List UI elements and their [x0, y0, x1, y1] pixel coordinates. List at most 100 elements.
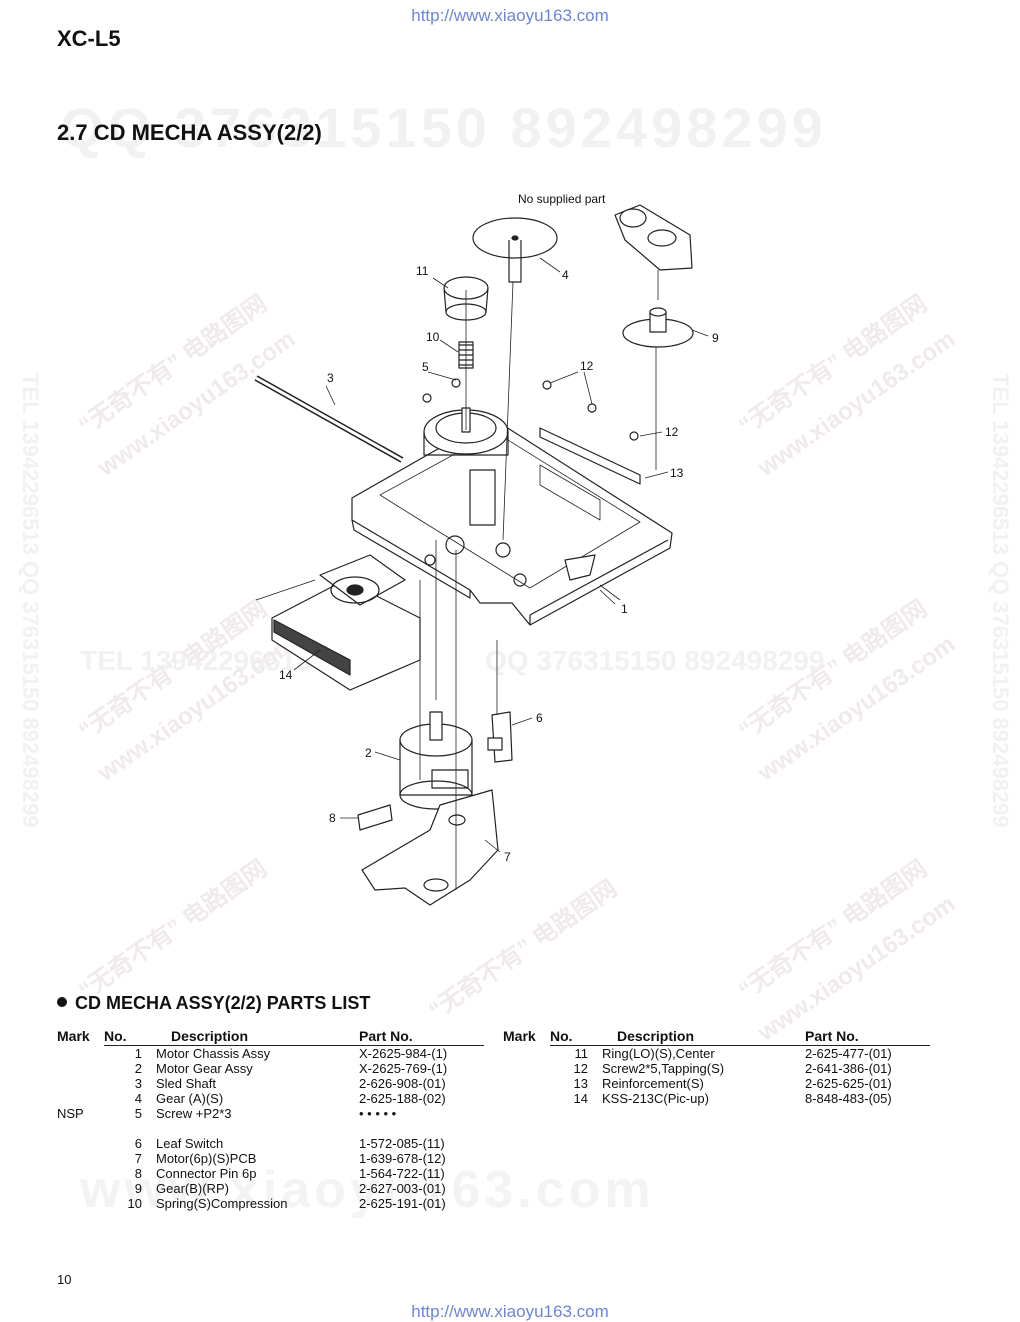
cell-part-no: 1-639-678-(12) — [359, 1151, 446, 1166]
reinforcement-part — [539, 427, 641, 485]
cell-part-no — [359, 1121, 484, 1136]
callout-12: 12 — [580, 359, 594, 373]
cell-no: 12 — [573, 1061, 588, 1076]
callout-7: 7 — [504, 850, 511, 864]
callout-14: 14 — [279, 668, 293, 682]
cell-mark — [503, 1061, 550, 1076]
cell-description — [156, 1121, 359, 1136]
header-description: Description — [602, 1027, 805, 1046]
cell-no: 13 — [573, 1076, 588, 1091]
connector-pin-part — [357, 804, 393, 831]
motor-chassis-part — [351, 417, 673, 626]
model-name: XC-L5 — [57, 26, 121, 51]
page-number: 10 — [57, 1272, 72, 1287]
callout-10: 10 — [426, 330, 440, 344]
table-row: 4 Gear (A)(S) 2-625-188-(02) — [57, 1091, 484, 1106]
cell-description: KSS-213C(Pic-up) — [602, 1091, 709, 1106]
header-no: No. — [550, 1027, 602, 1046]
header-mark: Mark — [503, 1027, 536, 1044]
callout-2: 2 — [365, 746, 372, 760]
cell-part-no: 2-626-908-(01) — [359, 1076, 446, 1091]
cell-part-no: 1-564-722-(11) — [359, 1166, 445, 1181]
source-url-bottom[interactable]: http://www.xiaoyu163.com — [411, 1302, 609, 1321]
cell-mark — [57, 1076, 104, 1091]
cell-no: 8 — [134, 1166, 142, 1181]
section-title: 2.7 CD MECHA ASSY(2/2) — [57, 120, 322, 145]
cell-no: 10 — [127, 1196, 142, 1211]
cell-description: Motor Chassis Assy — [156, 1046, 271, 1061]
callout-9: 9 — [712, 331, 719, 345]
cell-no: 9 — [134, 1181, 142, 1196]
no-supplied-part — [614, 204, 693, 271]
cell-mark — [57, 1166, 104, 1181]
cell-mark — [503, 1076, 550, 1091]
table-row: 2 Motor Gear Assy X-2625-769-(1) — [57, 1061, 484, 1076]
cell-mark — [57, 1136, 104, 1151]
cell-mark — [57, 1046, 104, 1062]
cell-part-no: 2-641-386-(01) — [805, 1061, 892, 1076]
cell-mark — [503, 1046, 550, 1062]
cell-description: Ring(LO)(S),Center — [602, 1046, 715, 1061]
source-url-top[interactable]: http://www.xiaoyu163.com — [411, 6, 609, 25]
cell-no: 4 — [134, 1091, 142, 1106]
motor-pcb-part — [361, 789, 499, 906]
cell-mark — [503, 1091, 550, 1106]
cell-no: 5 — [134, 1106, 142, 1121]
watermark-qq: QQ 376315150 892498299 — [60, 96, 827, 159]
parts-list-title-text: CD MECHA ASSY(2/2) PARTS LIST — [75, 993, 371, 1013]
cell-no: 3 — [134, 1076, 142, 1091]
cell-no: 2 — [134, 1061, 142, 1076]
callout-11: 11 — [416, 264, 429, 278]
cell-part-no: • • • • • — [359, 1106, 397, 1121]
header-mark: Mark — [57, 1027, 90, 1044]
table-row: 8 Connector Pin 6p 1-564-722-(11) — [57, 1166, 484, 1181]
header-no: No. — [104, 1027, 156, 1046]
table-row — [57, 1121, 484, 1136]
parts-table-right: Mark No. Description Part No. 11 Ring(LO)… — [503, 1027, 930, 1106]
callout-13: 13 — [670, 466, 684, 480]
sled-shaft-part — [254, 375, 404, 463]
callout-5: 5 — [422, 360, 429, 374]
cell-description: Reinforcement(S) — [602, 1076, 704, 1091]
cell-mark — [57, 1091, 104, 1106]
cell-description: Motor Gear Assy — [156, 1061, 253, 1076]
header-part-no: Part No. — [805, 1027, 930, 1046]
cell-no: 14 — [573, 1091, 588, 1106]
table-row: 3 Sled Shaft 2-626-908-(01) — [57, 1076, 484, 1091]
callout-1: 1 — [621, 602, 628, 616]
cell-no — [104, 1121, 156, 1136]
table-row: 13 Reinforcement(S) 2-625-625-(01) — [503, 1076, 930, 1091]
no-supplied-part-note: No supplied part — [518, 192, 606, 206]
cell-part-no: 1-572-085-(11) — [359, 1136, 445, 1151]
cell-description: Screw +P2*3 — [156, 1106, 232, 1121]
cell-description: Spring(S)Compression — [156, 1196, 288, 1211]
cell-no: 6 — [134, 1136, 142, 1151]
watermark-bottom-url: www.xiaoyu163.com — [80, 1161, 655, 1219]
callout-12: 12 — [665, 425, 679, 439]
cell-mark — [57, 1121, 104, 1136]
cell-part-no: X-2625-769-(1) — [359, 1061, 448, 1076]
cell-description: Gear (A)(S) — [156, 1091, 224, 1106]
cell-mark — [57, 1196, 104, 1211]
header-description: Description — [156, 1027, 359, 1046]
cell-part-no: 2-625-188-(02) — [359, 1091, 446, 1106]
cell-description: Sled Shaft — [156, 1076, 216, 1091]
cell-no: 7 — [134, 1151, 142, 1166]
cell-no: 11 — [574, 1046, 589, 1061]
cell-part-no: 2-625-625-(01) — [805, 1076, 892, 1091]
optical-pickup-part — [271, 554, 421, 691]
cell-description: Connector Pin 6p — [156, 1166, 257, 1181]
parts-list-title: CD MECHA ASSY(2/2) PARTS LIST — [57, 993, 370, 1014]
callout-6: 6 — [536, 711, 543, 725]
watermark-qq-mid: QQ 376315150 892498299 — [485, 645, 825, 676]
exploded-view-diagram — [254, 204, 709, 906]
